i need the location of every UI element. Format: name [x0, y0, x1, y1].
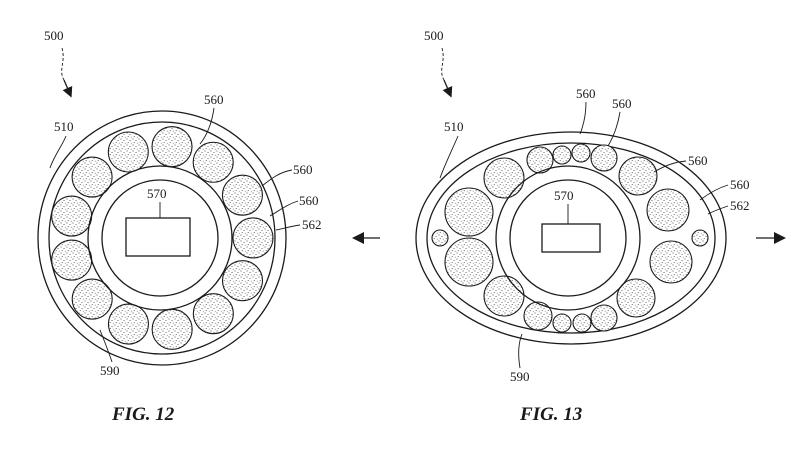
fig13-arrow-right: [756, 232, 786, 244]
fig13-inner-tube: [495, 165, 641, 311]
fig12-arrow-left: [352, 232, 380, 244]
fig12-conductor-strand: [221, 174, 263, 216]
fig12-conductor-strand: [221, 260, 264, 302]
fig13-label-510: 510: [444, 119, 464, 134]
fig13-label-560-right-lower: 560: [730, 177, 750, 192]
fig13-label-560-top-right: 560: [612, 96, 632, 111]
fig12-label-560-right-upper: 560: [293, 162, 313, 177]
fig12-core-member: [125, 217, 191, 257]
fig13-conductor-strand: [444, 237, 494, 287]
fig13-conductor-strand: [523, 301, 553, 331]
fig13-conductor-strand: [616, 278, 656, 318]
fig-12-drawing: 500 510 560 560 560 562 570 590 FIG. 12: [37, 28, 380, 425]
fig13-conductor-strand: [552, 145, 572, 165]
fig12-conductor-strand: [151, 126, 193, 168]
fig13-label-560-right-upper: 560: [688, 153, 708, 168]
fig12-conductor-strand: [107, 303, 149, 345]
fig-13-drawing: 500 510 560 560 560 560 562 570 590 FIG.…: [415, 28, 786, 425]
fig13-conductor-strand: [526, 146, 554, 174]
fig13-outer-jacket: [415, 131, 727, 345]
fig13-conductor-strand: [444, 187, 494, 237]
fig12-label-510: 510: [54, 119, 74, 134]
fig12-conductor-strand: [51, 239, 93, 281]
fig12-label-560-top: 560: [204, 92, 224, 107]
fig12-conductor-strand: [71, 278, 113, 320]
fig12-conductor-strand: [71, 156, 113, 198]
fig13-conductor-ring: [431, 143, 709, 333]
fig12-conductor-strand: [151, 308, 193, 350]
fig13-conductor-strand: [483, 275, 525, 317]
fig13-label-562: 562: [730, 198, 750, 213]
fig13-conductor-strand: [646, 188, 690, 232]
fig12-inner-tube: [87, 165, 233, 311]
fig13-conductor-strand: [691, 229, 709, 247]
fig12-conductor-strand: [51, 195, 93, 237]
fig13-conductor-strand: [590, 304, 618, 332]
fig13-core-member: [541, 223, 601, 253]
fig12-conductor-strand: [232, 217, 274, 259]
fig12-label-570: 570: [147, 186, 167, 201]
fig12-label-590: 590: [100, 363, 120, 378]
fig13-conductor-strand: [483, 157, 525, 199]
fig12-conductor-strand: [107, 131, 149, 173]
fig13-conductor-strand: [571, 143, 591, 163]
fig13-label-570: 570: [554, 188, 574, 203]
fig12-conductor-strand: [192, 141, 234, 183]
fig12-label-500: 500: [44, 28, 64, 43]
fig13-conductor-strand: [649, 240, 693, 284]
fig12-conductor-strand: [192, 293, 234, 335]
fig13-conductor-strand: [572, 313, 592, 333]
fig13-conductor-strand: [618, 156, 658, 196]
fig12-label-562: 562: [302, 217, 322, 232]
fig13-conductor-strand: [590, 144, 618, 172]
fig13-label-500: 500: [424, 28, 444, 43]
fig13-conductor-strand: [431, 229, 449, 247]
fig12-caption: FIG. 12: [111, 404, 175, 425]
fig13-caption: FIG. 13: [519, 404, 582, 425]
fig12-conductor-ring: [51, 126, 274, 350]
fig13-conductor-strand: [552, 313, 572, 333]
fig12-label-560-right-lower: 560: [299, 193, 319, 208]
fig13-label-560-top-left: 560: [576, 86, 596, 101]
fig12-outer-jacket: [37, 110, 287, 366]
fig13-label-590: 590: [510, 369, 530, 384]
